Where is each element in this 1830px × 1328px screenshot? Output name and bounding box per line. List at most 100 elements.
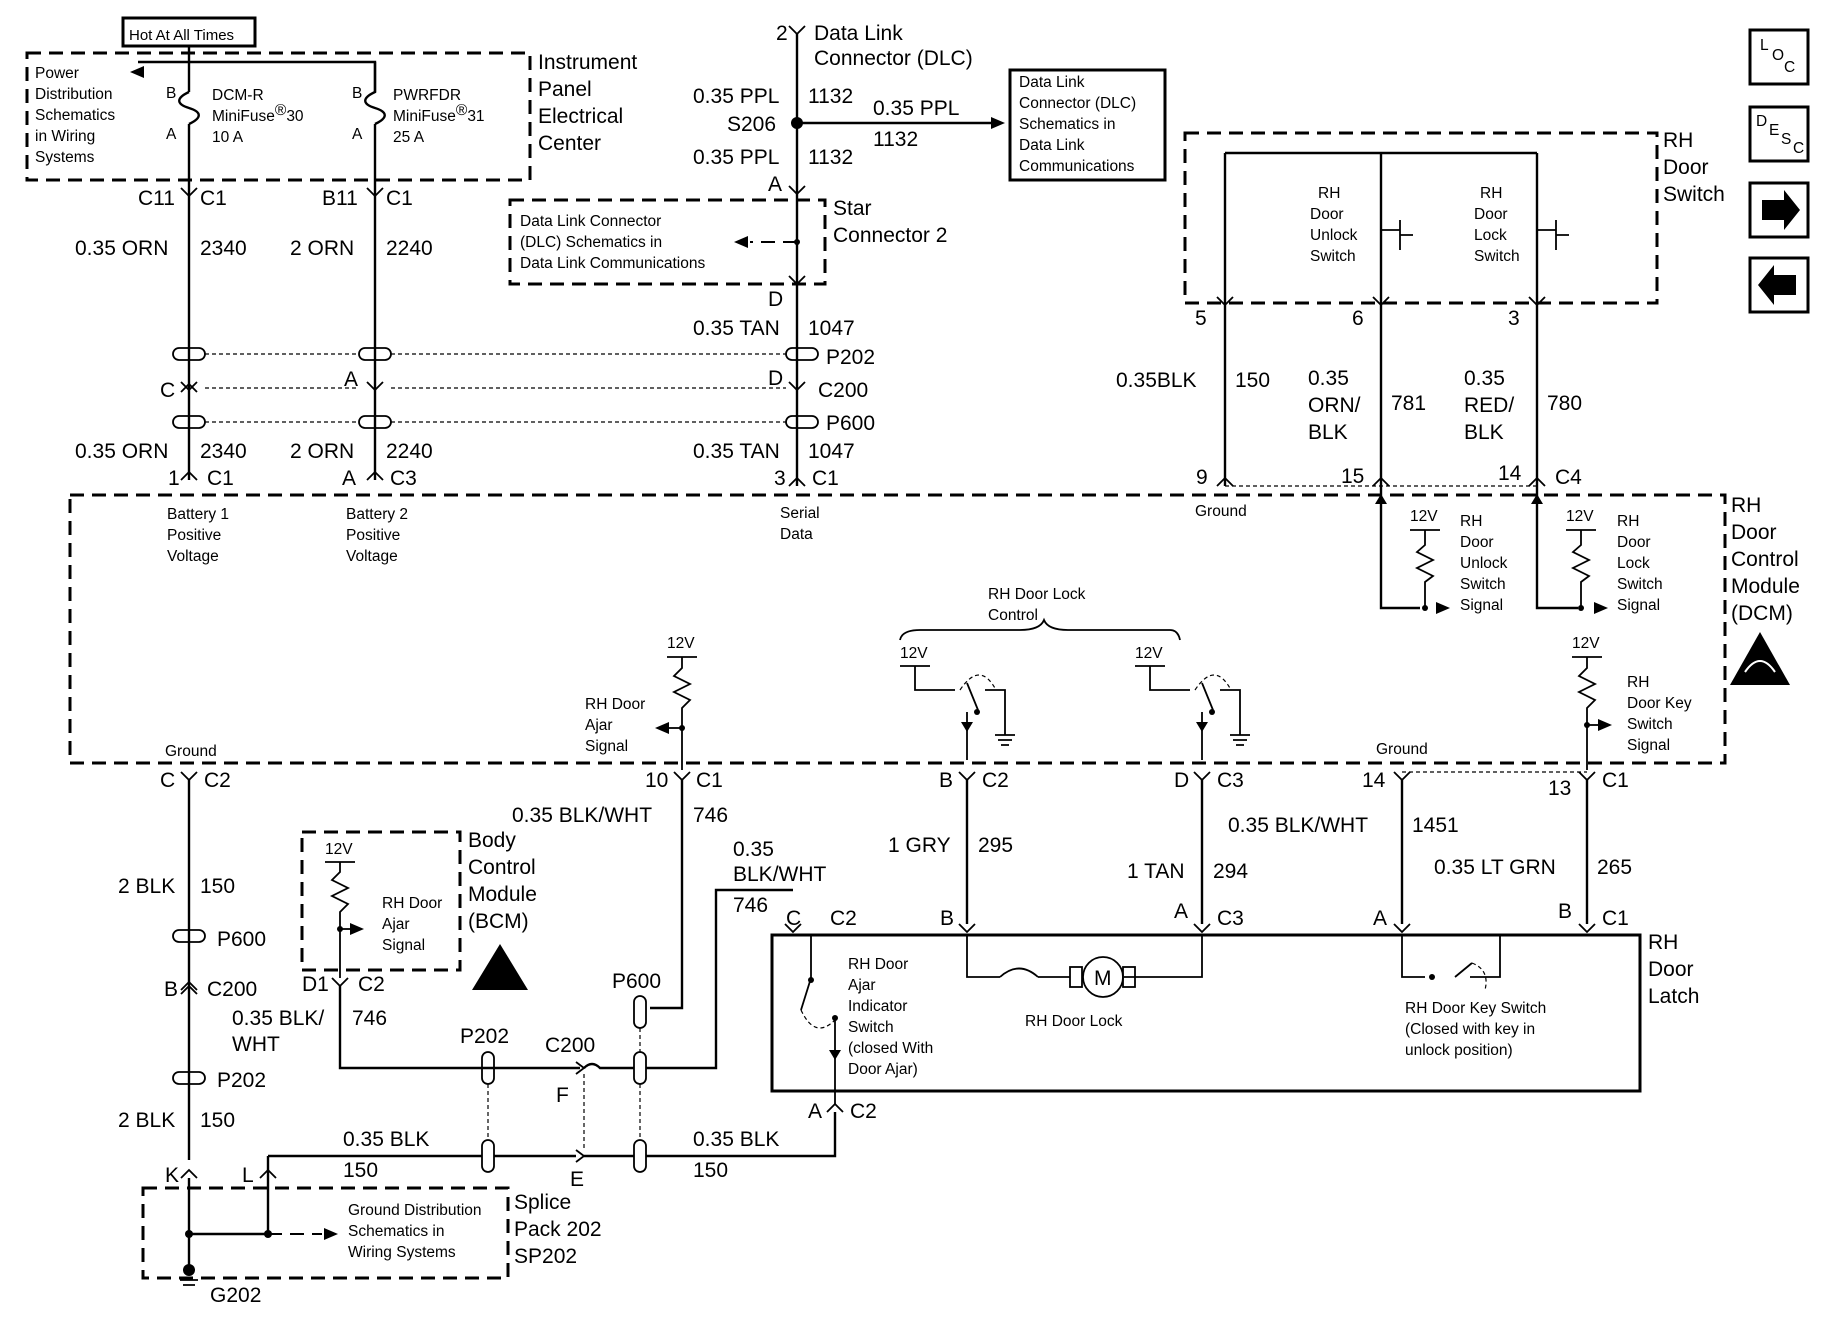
svg-text:Ground: Ground — [1195, 503, 1247, 520]
svg-text:Lock: Lock — [1617, 555, 1650, 572]
previous-page-button[interactable] — [1748, 256, 1810, 314]
svg-text:WHT: WHT — [232, 1033, 280, 1056]
unlock-switch: RH Door Unlock Switch — [1310, 185, 1413, 265]
lock-control-circuit: RH Door Lock Control 12V 12V — [899, 586, 1250, 760]
svg-text:Hot At All Times: Hot At All Times — [129, 27, 234, 44]
svg-text:E: E — [1769, 122, 1779, 139]
power-distribution-ref: Power Distribution Schematics in Wiring … — [35, 65, 115, 166]
svg-text:RH: RH — [1663, 129, 1693, 152]
svg-text:RH Door Lock: RH Door Lock — [1025, 1013, 1123, 1030]
svg-text:Systems: Systems — [35, 149, 95, 166]
svg-text:unlock position): unlock position) — [1405, 1042, 1513, 1059]
svg-text:Distribution: Distribution — [35, 86, 113, 103]
svg-text:Connector (DLC): Connector (DLC) — [1019, 95, 1136, 112]
door-latch-title: RH Door Latch — [1648, 931, 1699, 1008]
svg-text:Serial: Serial — [780, 505, 820, 522]
svg-text:Indicator: Indicator — [848, 998, 907, 1015]
svg-text:A: A — [808, 1100, 822, 1123]
ipec-box — [25, 51, 532, 182]
svg-text:Ajar: Ajar — [382, 916, 410, 933]
svg-text:Data Link Connector: Data Link Connector — [520, 213, 661, 230]
svg-text:Electrical: Electrical — [538, 105, 623, 128]
svg-text:D: D — [768, 367, 783, 390]
middle-inline-connectors: P202 C200 F E P600 — [460, 970, 661, 1191]
wire-1047: 0.35 TAN 1047 P202 D C200 P600 0.35 TAN … — [693, 317, 875, 490]
svg-text:SP202: SP202 — [514, 1245, 577, 1268]
svg-text:0.35 BLK/: 0.35 BLK/ — [232, 1007, 324, 1030]
svg-text:RH: RH — [1480, 185, 1502, 202]
svg-text:Control: Control — [988, 607, 1038, 624]
resistor-icon — [325, 861, 355, 978]
svg-text:RH Door: RH Door — [585, 696, 645, 713]
p202-inline — [172, 347, 819, 361]
fuse-icon — [178, 90, 200, 126]
svg-text:D: D — [768, 288, 783, 311]
svg-text:1451: 1451 — [1412, 814, 1459, 837]
door-key-switch: RH Door Key Switch (Closed with key in u… — [1401, 935, 1546, 1059]
description-button[interactable]: D E S C — [1748, 105, 1810, 163]
star-connector: A Star Connector 2 Data Link Connector (… — [508, 173, 947, 311]
svg-text:10: 10 — [645, 769, 668, 792]
svg-text:746: 746 — [352, 1007, 387, 1030]
svg-text:BLK: BLK — [1464, 421, 1504, 444]
svg-text:2240: 2240 — [386, 237, 433, 260]
svg-text:Signal: Signal — [585, 738, 628, 755]
svg-text:Switch: Switch — [1460, 576, 1506, 593]
svg-text:D1: D1 — [302, 973, 329, 996]
svg-text:G202: G202 — [210, 1284, 261, 1307]
svg-text:1 GRY: 1 GRY — [888, 834, 951, 857]
svg-text:Ajar: Ajar — [585, 717, 613, 734]
dcm-box — [68, 493, 1727, 765]
svg-text:Schematics in: Schematics in — [1019, 116, 1115, 133]
next-page-button[interactable] — [1748, 181, 1810, 239]
svg-text:0.35BLK: 0.35BLK — [1116, 369, 1197, 392]
svg-text:A: A — [768, 173, 782, 196]
bcm-module: Body Control Module (BCM) 12V RH Door Aj… — [232, 829, 537, 1056]
location-button[interactable]: L O C — [1748, 28, 1810, 86]
p600-inline — [172, 415, 819, 429]
svg-text:Star: Star — [833, 197, 872, 220]
dcm-r-fuse: B A DCM-R MiniFuse®30 10 A — [166, 62, 304, 180]
svg-text:RH Door: RH Door — [382, 895, 442, 912]
svg-text:Battery 1: Battery 1 — [167, 506, 229, 523]
svg-text:Data: Data — [780, 526, 813, 543]
svg-text:Switch: Switch — [1310, 248, 1356, 265]
svg-text:A: A — [1373, 907, 1387, 930]
svg-text:Ground: Ground — [165, 743, 217, 760]
svg-text:D: D — [1756, 113, 1767, 130]
lock-switch: RH Door Lock Switch — [1474, 185, 1569, 265]
svg-text:B: B — [1558, 900, 1572, 923]
fuse-icon — [364, 90, 386, 126]
svg-text:14: 14 — [1498, 462, 1522, 485]
svg-text:Signal: Signal — [1460, 597, 1503, 614]
svg-text:P600: P600 — [612, 970, 661, 993]
svg-text:A: A — [166, 126, 177, 143]
svg-text:780: 780 — [1547, 392, 1582, 415]
svg-text:Door: Door — [1648, 958, 1694, 981]
svg-text:9: 9 — [1196, 466, 1208, 489]
svg-text:C3: C3 — [1217, 769, 1244, 792]
svg-text:C200: C200 — [207, 978, 257, 1001]
svg-text:Door: Door — [1474, 206, 1508, 223]
svg-text:Connector 2: Connector 2 — [833, 224, 947, 247]
svg-text:P202: P202 — [217, 1069, 266, 1092]
svg-text:(DLC) Schematics in: (DLC) Schematics in — [520, 234, 662, 251]
svg-text:Schematics: Schematics — [35, 107, 115, 124]
svg-text:2: 2 — [776, 22, 788, 45]
svg-text:B: B — [939, 769, 953, 792]
svg-text:Control: Control — [468, 856, 536, 879]
esd-icon — [472, 944, 528, 990]
ground-icon — [995, 720, 1015, 746]
door-switch-box — [1183, 131, 1659, 305]
svg-text:Battery 2: Battery 2 — [346, 506, 408, 523]
svg-text:12V: 12V — [1572, 635, 1600, 652]
svg-text:C1: C1 — [812, 467, 839, 490]
svg-text:2 BLK: 2 BLK — [118, 1109, 175, 1132]
svg-text:C: C — [1793, 140, 1804, 157]
svg-text:RH Door Key Switch: RH Door Key Switch — [1405, 1000, 1546, 1017]
svg-text:Power: Power — [35, 65, 79, 82]
svg-text:MiniFuse®30: MiniFuse®30 — [212, 102, 304, 125]
ground-icon — [183, 1264, 195, 1276]
svg-text:2340: 2340 — [200, 237, 247, 260]
svg-text:295: 295 — [978, 834, 1013, 857]
